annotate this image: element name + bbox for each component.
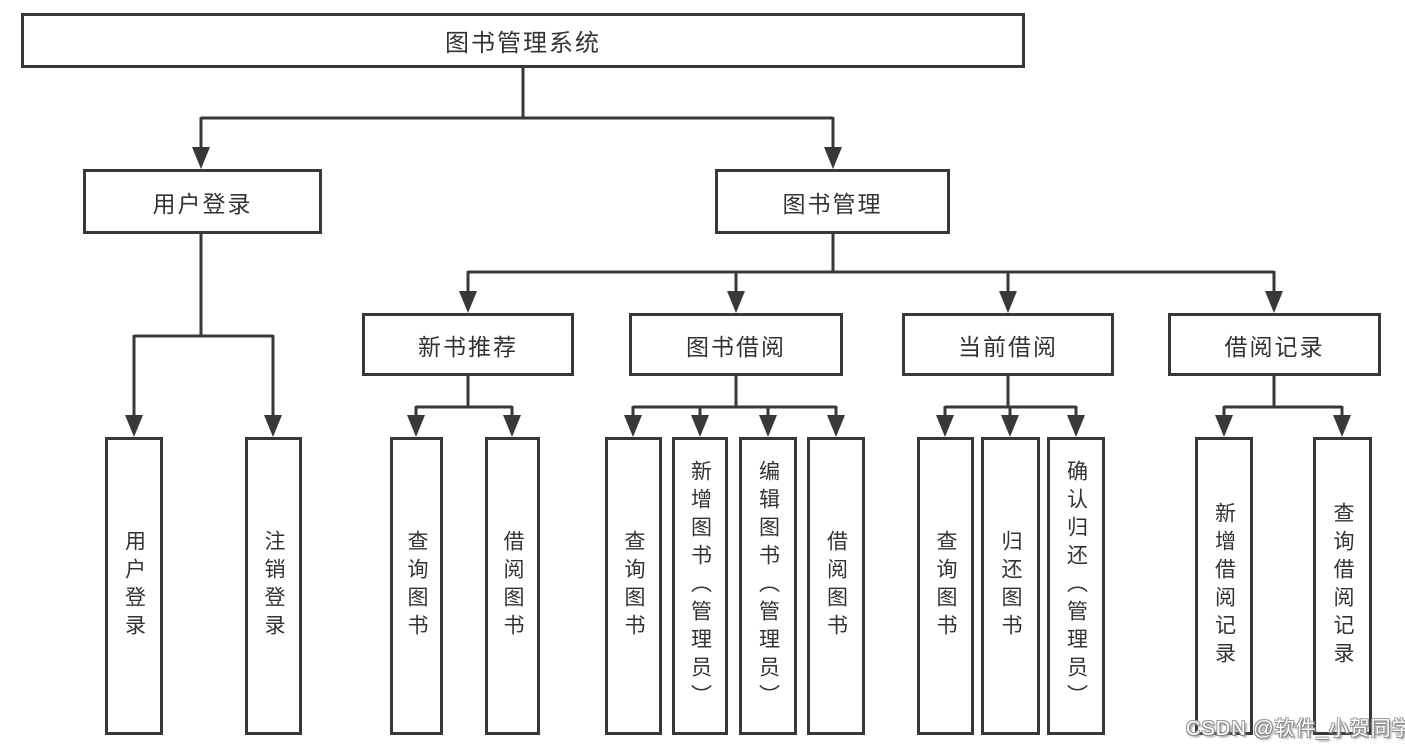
leaf-label: 编辑图书（管理员）: [756, 460, 780, 712]
node-library-management-system: 图书管理系统: [21, 13, 1025, 68]
node-book-borrowing: 图书借阅: [629, 313, 843, 376]
leaf-label: 归还图书: [999, 530, 1022, 642]
node-label: 图书借阅: [686, 333, 786, 360]
leaf-label: 借阅图书: [501, 530, 524, 642]
leaf-add-books-admin: 新增图书（管理员）: [672, 437, 728, 735]
leaf-label: 查询图书: [934, 530, 957, 642]
node-label: 新书推荐: [418, 333, 518, 360]
leaf-borrow-books-newbook: 借阅图书: [485, 437, 540, 735]
leaf-label: 查询图书: [622, 530, 645, 642]
leaf-label: 新增借阅记录: [1212, 502, 1236, 670]
node-user-login: 用户登录: [83, 169, 322, 234]
node-label: 图书管理: [782, 190, 883, 217]
leaf-label: 用户登录: [122, 530, 146, 642]
leaf-user-login: 用户登录: [105, 437, 163, 735]
leaf-add-borrow-record: 新增借阅记录: [1195, 437, 1253, 735]
node-label: 用户登录: [152, 190, 253, 217]
leaf-query-books-newbook: 查询图书: [390, 437, 443, 735]
leaf-query-books-current: 查询图书: [917, 437, 974, 735]
leaf-label: 查询借阅记录: [1331, 502, 1354, 670]
node-label: 当前借阅: [958, 333, 1058, 360]
node-book-management: 图书管理: [715, 169, 950, 234]
leaf-edit-books-admin: 编辑图书（管理员）: [739, 437, 797, 735]
node-borrowing-records: 借阅记录: [1168, 313, 1381, 376]
leaf-query-books-borrowing: 查询图书: [605, 437, 662, 735]
node-new-book-recommendation: 新书推荐: [362, 313, 574, 376]
node-current-borrowing: 当前借阅: [902, 313, 1114, 376]
leaf-logout: 注销登录: [245, 437, 302, 735]
leaf-label: 借阅图书: [824, 530, 848, 642]
csdn-watermark: CSDN @软件_小贺同学: [1186, 718, 1405, 740]
leaf-query-borrow-record: 查询借阅记录: [1313, 437, 1372, 735]
leaf-label: 新增图书（管理员）: [688, 460, 712, 712]
leaf-label: 查询图书: [405, 530, 428, 642]
leaf-label: 注销登录: [262, 530, 285, 642]
leaf-borrow-books: 借阅图书: [807, 437, 865, 735]
node-label: 图书管理系统: [445, 30, 601, 57]
leaf-confirm-return-admin: 确认归还（管理员）: [1047, 437, 1105, 735]
leaf-label: 确认归还（管理员）: [1064, 460, 1088, 712]
node-label: 借阅记录: [1224, 333, 1325, 360]
arrow-down-icons: [125, 147, 1351, 437]
leaf-return-books: 归还图书: [981, 437, 1040, 735]
